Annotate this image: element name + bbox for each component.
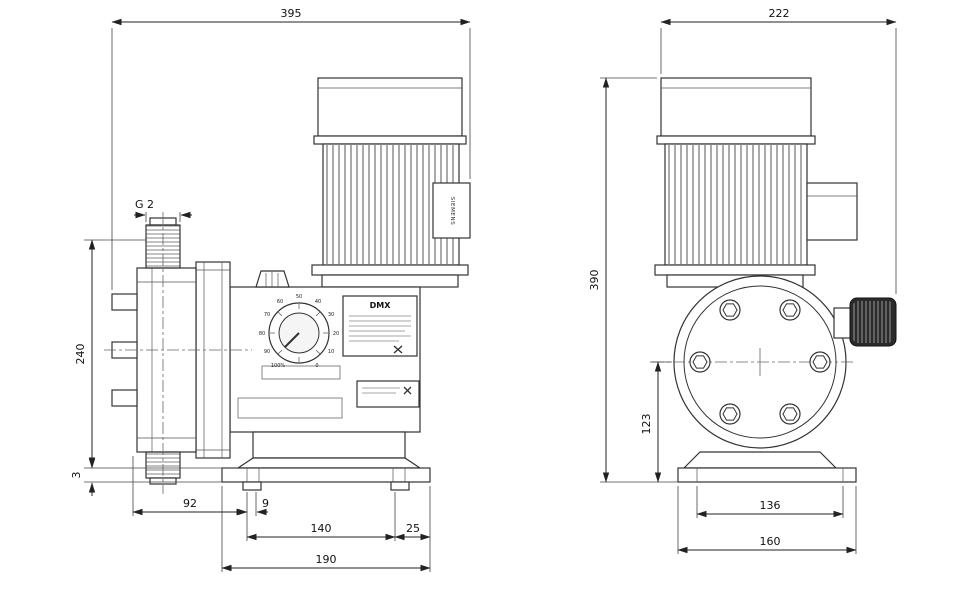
- dimension-136: 136: [696, 499, 844, 518]
- svg-text:240: 240: [74, 344, 87, 365]
- valve-tab-bottom: [111, 389, 138, 407]
- dial-num-10: 10: [328, 349, 334, 355]
- svg-text:G 2: G 2: [135, 198, 154, 211]
- dimension-25: 25: [394, 522, 431, 541]
- svg-text:140: 140: [311, 522, 332, 535]
- head-bolt: [719, 299, 741, 321]
- dimension-190: 190: [221, 553, 431, 572]
- svg-text:136: 136: [760, 499, 781, 512]
- dimension-140: 140: [246, 522, 396, 541]
- base-side: [221, 431, 431, 491]
- dial-num-20: 20: [333, 331, 339, 337]
- dosing-head-side: [111, 217, 231, 485]
- motor-side: SIEMENS: [311, 77, 471, 288]
- terminal-box-side: SIEMENS: [432, 182, 471, 239]
- dimension-chain-bottom-front: 136 160: [677, 486, 857, 554]
- svg-text:190: 190: [316, 553, 337, 566]
- mount-slot-right: [390, 481, 410, 491]
- motor-brand-label: SIEMENS: [449, 197, 455, 226]
- model-label: DMX: [370, 301, 392, 310]
- dimension-9: 9: [236, 497, 269, 516]
- valve-tab-top: [111, 293, 138, 311]
- svg-text:222: 222: [769, 7, 790, 20]
- dial-num-100: 100%: [271, 363, 286, 369]
- dial-pointer: [284, 332, 300, 348]
- side-view: SIEMENS DMX: [70, 7, 471, 572]
- svg-text:25: 25: [406, 522, 420, 535]
- head-bolt: [809, 351, 831, 373]
- type-plate-small: [356, 380, 420, 408]
- dimension-92: 92: [132, 497, 248, 516]
- pump-head-front: [652, 275, 897, 449]
- svg-text:390: 390: [588, 270, 601, 291]
- dial-ticks: [270, 304, 328, 362]
- dimension-thread-g2: G 2: [134, 198, 192, 222]
- dimension-overall-width: 222: [660, 7, 897, 294]
- mount-slot-left: [242, 481, 262, 491]
- dimension-overall-height: 390: [588, 77, 678, 483]
- dial-num-70: 70: [264, 312, 270, 318]
- dial-num-40: 40: [315, 299, 321, 305]
- base-front: [677, 451, 857, 483]
- dimension-chain-bottom-side: 92 9 140 25 190: [132, 456, 431, 572]
- motor-front: [654, 77, 858, 288]
- dial-num-60: 60: [277, 299, 283, 305]
- dimension-head-height: 240: [74, 239, 238, 469]
- terminal-box-front: [806, 182, 858, 241]
- body-slot-lower: [237, 397, 343, 419]
- nameplate: DMX: [342, 295, 418, 357]
- svg-text:395: 395: [281, 7, 302, 20]
- head-bolt: [779, 299, 801, 321]
- svg-text:3: 3: [70, 472, 83, 479]
- control-dial: 0 10 20 30 40 50 60 70 80 90 100%: [259, 294, 339, 369]
- dimension-foot-height: 3: [70, 454, 222, 496]
- dimension-center-height: 123: [640, 361, 672, 483]
- dial-num-50: 50: [296, 294, 302, 300]
- dial-num-90: 90: [264, 349, 270, 355]
- front-view: 222 390 123 136 160: [588, 7, 897, 554]
- dimension-160: 160: [677, 535, 857, 554]
- svg-text:92: 92: [183, 497, 197, 510]
- adjust-knob: [833, 297, 897, 347]
- dimension-overall-length: 395: [111, 7, 471, 290]
- head-bolt: [719, 403, 741, 425]
- svg-text:9: 9: [262, 497, 269, 510]
- dial-num-80: 80: [259, 331, 265, 337]
- svg-text:123: 123: [640, 414, 653, 435]
- dial-num-30: 30: [328, 312, 334, 318]
- head-bolt: [779, 403, 801, 425]
- body-slot-upper: [261, 365, 341, 380]
- dial-num-0: 0: [315, 363, 318, 369]
- logo-mark-small: [403, 386, 412, 395]
- motor-fins-front: [666, 145, 806, 264]
- filler-cap: [255, 270, 290, 288]
- logo-mark: [393, 345, 403, 354]
- svg-text:160: 160: [760, 535, 781, 548]
- head-bolt: [689, 351, 711, 373]
